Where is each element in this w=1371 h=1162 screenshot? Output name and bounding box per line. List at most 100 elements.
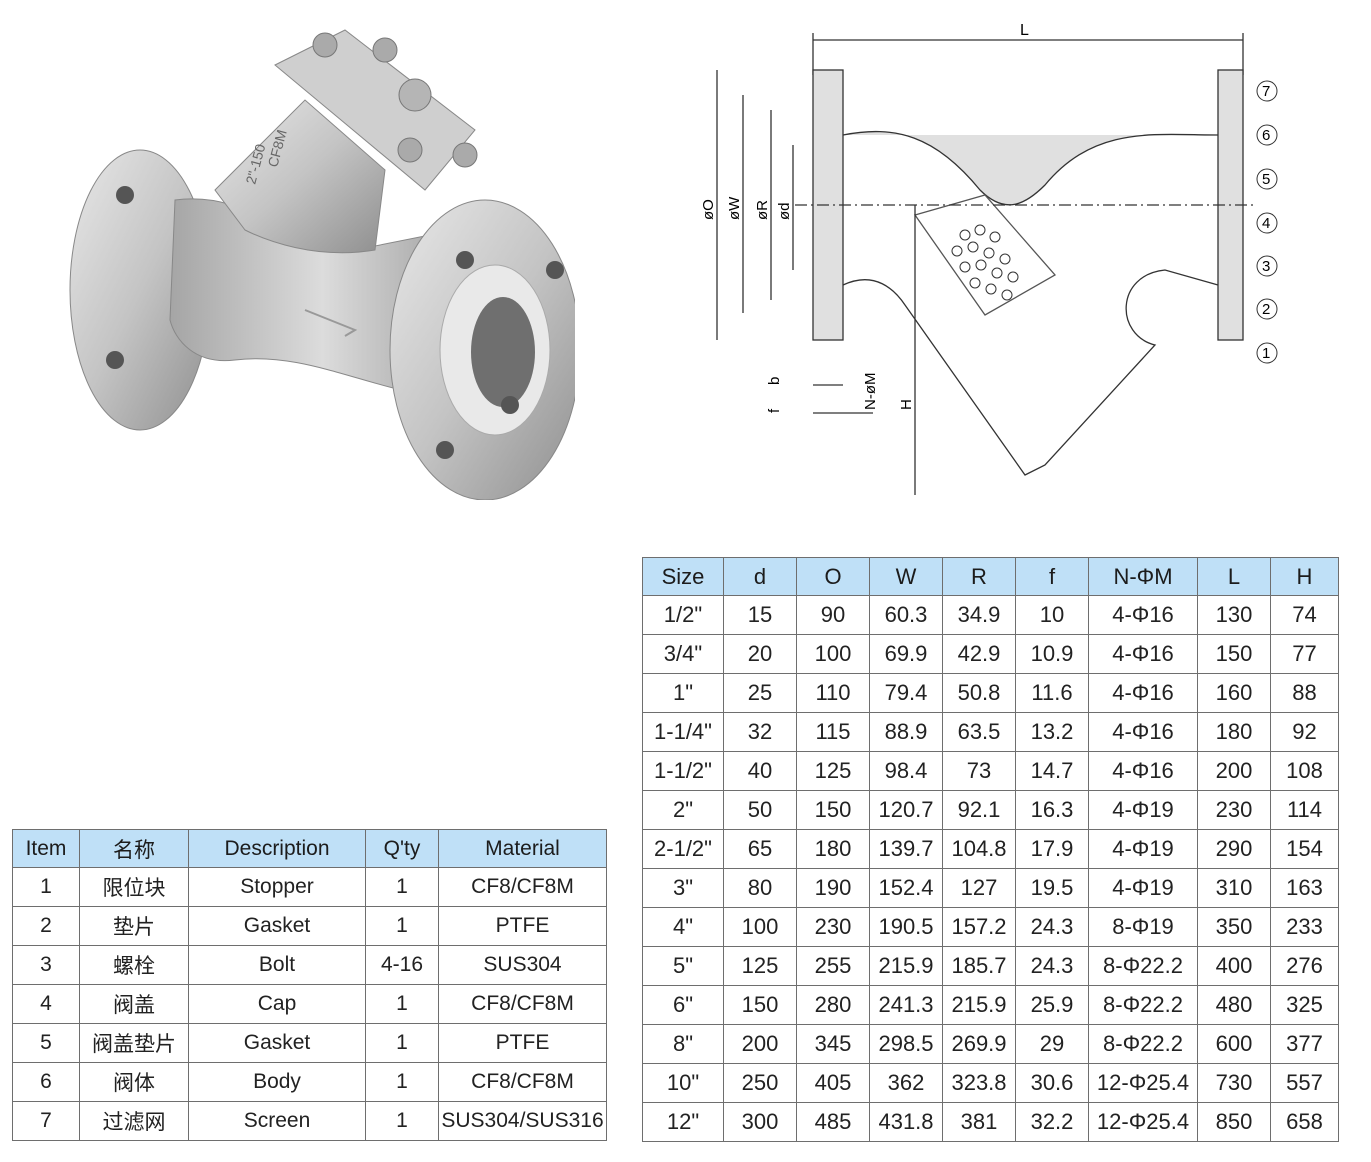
table-cell: 190.5 — [869, 907, 943, 947]
table-cell: 12-Φ25.4 — [1088, 1063, 1198, 1103]
table-cell: Screen — [188, 1101, 366, 1141]
table-cell: 1 — [365, 1101, 439, 1141]
table-cell: 80 — [723, 868, 797, 908]
table-cell: 280 — [796, 985, 870, 1025]
table-cell: 300 — [723, 1102, 797, 1142]
svg-text:3: 3 — [1262, 258, 1270, 275]
table-cell: 1/2" — [642, 595, 724, 635]
table-cell: Cap — [188, 984, 366, 1024]
product-photo: CF8M 2"-150 — [69, 29, 575, 500]
table-cell: 20 — [723, 634, 797, 674]
table-cell: 362 — [869, 1063, 943, 1103]
table-cell: 10.9 — [1015, 634, 1089, 674]
table-cell: 600 — [1197, 1024, 1271, 1064]
table-cell: 110 — [796, 673, 870, 713]
table-cell: 6 — [12, 1062, 80, 1102]
table-cell: 377 — [1270, 1024, 1339, 1064]
table-cell: 25.9 — [1015, 985, 1089, 1025]
table-cell: 4-Φ16 — [1088, 595, 1198, 635]
table-cell: 200 — [1197, 751, 1271, 791]
dim-b: b — [766, 377, 783, 385]
table-cell: 1 — [365, 984, 439, 1024]
table-cell: 2 — [12, 906, 80, 946]
table-cell: 730 — [1197, 1063, 1271, 1103]
svg-text:1: 1 — [1262, 345, 1270, 362]
table-cell: 4-Φ16 — [1088, 751, 1198, 791]
table-cell: 32 — [723, 712, 797, 752]
col-description: Description — [188, 829, 366, 868]
col-item: Item — [12, 829, 80, 868]
technical-drawing: L øO øW øR ød H b f N-øM 1 2 3 4 5 6 7 — [700, 22, 1278, 495]
table-cell: CF8/CF8M — [438, 1062, 607, 1102]
table-cell: 1-1/2" — [642, 751, 724, 791]
col-material: Material — [438, 829, 607, 868]
table-cell: 345 — [796, 1024, 870, 1064]
column-header: O — [796, 557, 870, 596]
dim-L: L — [1020, 22, 1029, 39]
table-cell: 8-Φ22.2 — [1088, 985, 1198, 1025]
column-header: R — [942, 557, 1016, 596]
table-cell: Body — [188, 1062, 366, 1102]
table-cell: 34.9 — [942, 595, 1016, 635]
col-qty: Q'ty — [365, 829, 439, 868]
table-cell: 88 — [1270, 673, 1339, 713]
table-cell: 螺栓 — [79, 945, 189, 985]
table-cell: 255 — [796, 946, 870, 986]
column-header: W — [869, 557, 943, 596]
table-cell: 325 — [1270, 985, 1339, 1025]
table-cell: 3" — [642, 868, 724, 908]
table-cell: 10 — [1015, 595, 1089, 635]
table-cell: 4-Φ19 — [1088, 829, 1198, 869]
dim-R: øR — [754, 200, 771, 220]
table-cell: 74 — [1270, 595, 1339, 635]
table-cell: 阀盖 — [79, 984, 189, 1024]
table-cell: 13.2 — [1015, 712, 1089, 752]
bore — [471, 297, 535, 407]
table-cell: 4-16 — [365, 945, 439, 985]
table-cell: 163 — [1270, 868, 1339, 908]
dim-H: H — [898, 399, 915, 410]
table-cell: 230 — [796, 907, 870, 947]
table-cell: 12" — [642, 1102, 724, 1142]
table-cell: 4-Φ19 — [1088, 868, 1198, 908]
screen-holes — [951, 224, 1019, 301]
table-cell: 65 — [723, 829, 797, 869]
table-cell: SUS304 — [438, 945, 607, 985]
table-cell: 17.9 — [1015, 829, 1089, 869]
table-cell: 40 — [723, 751, 797, 791]
table-cell: 127 — [942, 868, 1016, 908]
table-cell: 98.4 — [869, 751, 943, 791]
table-cell: 850 — [1197, 1102, 1271, 1142]
table-cell: 185.7 — [942, 946, 1016, 986]
parts-header-row: Item 名称 Description Q'ty Material — [12, 829, 607, 868]
table-cell: 1 — [12, 867, 80, 907]
table-cell: 2" — [642, 790, 724, 830]
table-cell: 4" — [642, 907, 724, 947]
table-cell: 1 — [365, 1023, 439, 1063]
dim-W: øW — [726, 196, 743, 220]
table-cell: 150 — [723, 985, 797, 1025]
table-cell: Gasket — [188, 1023, 366, 1063]
table-cell: 24.3 — [1015, 946, 1089, 986]
table-cell: 50.8 — [942, 673, 1016, 713]
table-cell: 298.5 — [869, 1024, 943, 1064]
table-cell: 323.8 — [942, 1063, 1016, 1103]
table-cell: 92 — [1270, 712, 1339, 752]
dim-NM: N-øM — [862, 373, 879, 411]
table-cell: CF8/CF8M — [438, 867, 607, 907]
table-cell: 114 — [1270, 790, 1339, 830]
table-cell: 100 — [796, 634, 870, 674]
